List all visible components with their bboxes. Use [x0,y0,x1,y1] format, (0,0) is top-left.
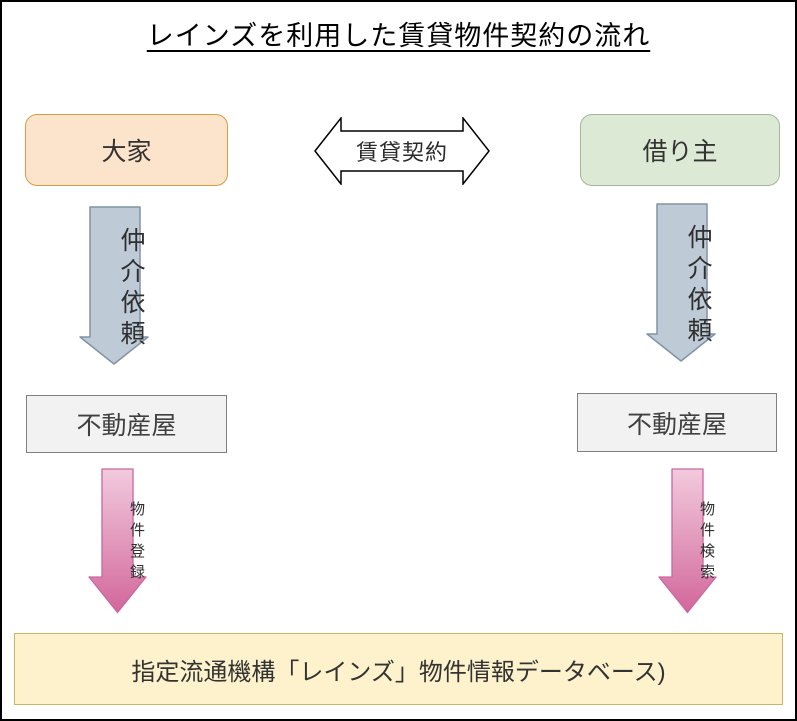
arrow-down-icon [658,468,717,614]
broker-request-label-left: 仲介依頼 [117,227,145,351]
database-label: 指定流通機構「レインズ」物件情報データベース) [131,658,666,686]
property-search-label: 物件検索 [698,501,715,585]
owner-box: 大家 [25,114,228,186]
agent-label-left: 不動産屋 [76,412,177,440]
agent-box-left: 不動産屋 [26,395,227,453]
broker-request-label-right: 仲介依頼 [684,224,712,348]
property-search-arrow: 物件検索 [658,468,717,614]
tenant-box: 借り主 [580,114,780,186]
arrow-down-icon [88,468,147,614]
agent-label-right: 不動産屋 [626,410,727,439]
double-arrow-icon [314,117,490,185]
tenant-label: 借り主 [642,138,718,166]
arrow-down-icon [79,206,149,365]
property-register-arrow: 物件登録 [88,468,147,614]
agent-box-right: 不動産屋 [577,393,777,452]
contract-arrow: 賃貸契約 [314,117,490,185]
broker-request-arrow-right: 仲介依頼 [646,203,716,363]
property-register-label: 物件登録 [128,501,145,585]
broker-request-arrow-left: 仲介依頼 [79,206,149,366]
owner-label: 大家 [101,138,152,166]
contract-label: 賃貸契約 [355,140,448,165]
database-box: 指定流通機構「レインズ」物件情報データベース) [14,633,783,705]
arrow-down-icon [646,203,716,362]
diagram-title: レインズを利用した賃貸物件契約の流れ [146,21,651,51]
